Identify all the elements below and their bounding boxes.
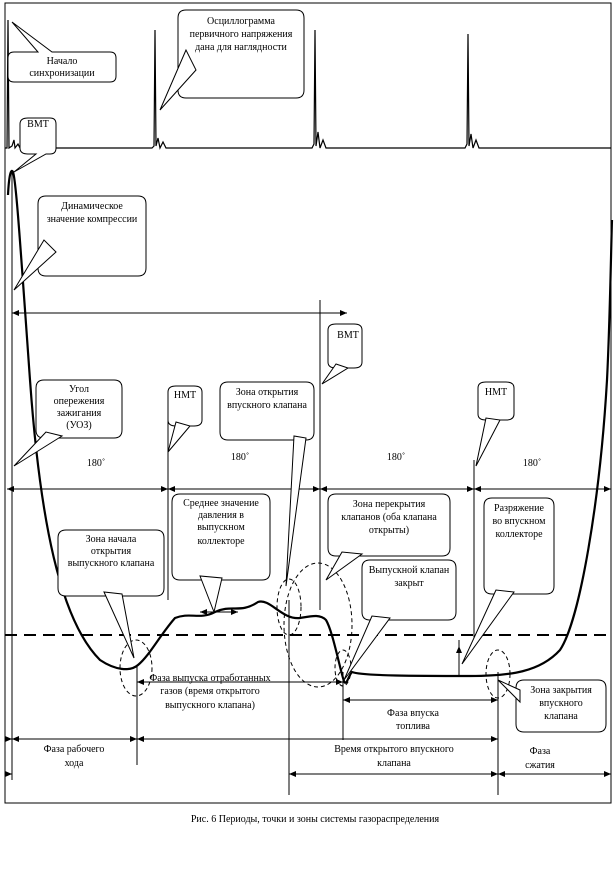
dynamic-compression-line-2: значение компрессии [47,214,138,225]
svg-text:Фаза впуска: Фаза впуска [387,708,439,719]
exhaust-open-ellipse [119,639,153,697]
svg-text:хода: хода [65,758,84,769]
callout-overlap-zone: Зона перекрытия клапанов (оба клапана от… [325,493,451,581]
sync-start-line-2: синхронизации [29,68,95,79]
intake-open-zone-line-2: впускного клапана [227,400,307,411]
degree-label-4: 180˚ [523,458,541,469]
callout-intake-open-zone: Зона открытия впускного клапана [219,381,315,587]
svg-text:Фаза выпуска отработанных: Фаза выпуска отработанных [149,673,270,684]
intake-close-zone-line-1: Зона закрытия [530,685,592,696]
intake-close-zone-line-3: клапана [544,711,578,722]
callout-exhaust-closed: Выпускной клапан закрыт [343,559,457,681]
phase-power-stroke: Фаза рабочего хода [44,744,105,769]
intake-vacuum-line-2: во впускном [492,516,546,527]
intake-open-zone-line-1: Зона открытия [236,387,299,398]
primary-voltage-trace [5,19,611,150]
ignition-advance-line-3: зажигания [57,408,102,419]
exhaust-open-start-line-3: выпускного клапана [68,558,155,569]
callout-vmt-top: ВМТ [13,117,57,173]
callout-sync-start: Начало синхронизации [7,21,117,83]
phase-compression: Фаза сжатия [525,746,555,771]
vmt-top-label: ВМТ [27,119,49,130]
svg-text:Время открытого впускного: Время открытого впускного [334,744,454,755]
svg-text:сжатия: сжатия [525,760,555,771]
callout-nmt-left: НМТ [167,385,203,453]
intake-open-ellipse [276,578,302,636]
degree-label-2: 180˚ [231,452,249,463]
nmt-right-label: НМТ [485,387,507,398]
callout-exhaust-open-start: Зона начала открытия выпускного клапана [57,529,165,659]
callout-dynamic-compression: Динамическое значение компрессии [13,195,147,291]
ignition-advance-line-2: опережения [54,396,105,407]
dynamic-compression-line-1: Динамическое [61,201,123,212]
nmt-left-label: НМТ [174,390,196,401]
avg-exhaust-pressure-line-3: выпускном [197,522,245,533]
svg-text:топлива: топлива [396,721,431,732]
overlap-ellipse [283,562,353,688]
dimension-arrows [5,310,611,777]
callout-vmt-mid: ВМТ [321,323,363,385]
callout-ignition-advance: Угол опережения зажигания (УОЗ) [13,379,123,467]
ignition-advance-line-1: Угол [69,384,89,395]
phase-exhaust: Фаза выпуска отработанных газов (время о… [149,673,270,711]
intake-vacuum-line-1: Разряжение [494,503,544,514]
avg-exhaust-pressure-line-4: коллекторе [197,536,245,547]
primary-voltage-line-3: дана для наглядности [195,42,287,53]
svg-text:клапана: клапана [377,758,411,769]
primary-voltage-line-1: Осциллограмма [207,16,275,27]
primary-voltage-line-2: первичного напряжения [190,29,293,40]
figure-caption: Рис. 6 Периоды, точки и зоны системы газ… [191,814,440,825]
svg-text:Фаза: Фаза [530,746,551,757]
svg-text:выпускного клапана): выпускного клапана) [165,700,255,711]
intake-close-ellipse [485,649,511,699]
vmt-mid-label: ВМТ [337,330,359,341]
callout-intake-close-zone: Зона закрытия впускного клапана [497,679,607,733]
sync-start-line-1: Начало [47,56,78,67]
avg-exhaust-pressure-line-1: Среднее значение [183,498,259,509]
intake-close-zone-line-2: впускного [539,698,583,709]
exhaust-closed-line-2: закрыт [394,578,424,589]
overlap-zone-line-2: клапанов (оба клапана [341,512,437,523]
svg-text:Фаза рабочего: Фаза рабочего [44,744,105,755]
exhaust-closed-line-1: Выпускной клапан [369,565,450,576]
diagram-frame [4,2,612,804]
avg-exhaust-pressure-line-2: давления в [198,510,244,521]
callout-avg-exhaust-pressure: Среднее значение давления в выпускном ко… [171,493,271,614]
callout-primary-voltage: Осциллограмма первичного напряжения дана… [159,9,305,111]
intake-vacuum-line-3: коллекторе [495,529,543,540]
overlap-zone-line-3: открыты) [369,525,409,536]
exhaust-open-start-line-2: открытия [91,546,132,557]
callout-intake-vacuum: Разряжение во впускном коллекторе [461,497,555,665]
exhaust-open-start-line-1: Зона начала [86,534,137,545]
degree-label-1: 180˚ [87,458,105,469]
degree-label-3: 180˚ [387,452,405,463]
overlap-zone-line-1: Зона перекрытия [353,499,426,510]
ignition-advance-line-4: (УОЗ) [66,420,91,431]
phase-intake-open-time: Время открытого впускного клапана [334,744,454,769]
callout-nmt-right: НМТ [475,381,515,467]
phase-intake-fuel: Фаза впуска топлива [387,708,439,732]
svg-text:газов (время открытого: газов (время открытого [160,686,259,697]
